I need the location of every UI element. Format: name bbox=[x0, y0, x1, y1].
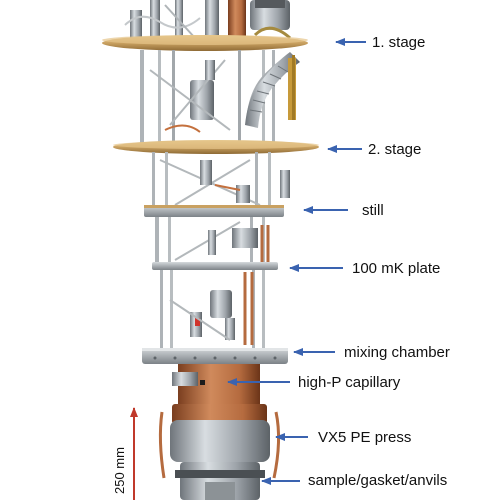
still-plate bbox=[144, 205, 284, 217]
label-mixing-chamber: mixing chamber bbox=[344, 344, 450, 361]
scale-bar-label: 250 mm bbox=[112, 447, 127, 494]
label-100mk-plate: 100 mK plate bbox=[352, 260, 441, 277]
vx5-press bbox=[158, 404, 281, 500]
mixing-chamber-plate bbox=[142, 348, 288, 364]
100mk-to-mixing-components bbox=[160, 270, 265, 350]
top-components bbox=[124, 0, 292, 42]
label-sample-gasket-anvils: sample/gasket/anvils bbox=[308, 472, 448, 489]
label-high-p-capillary: high-P capillary bbox=[298, 374, 401, 391]
label-still: still bbox=[362, 202, 384, 219]
stage-1-plate bbox=[102, 35, 308, 51]
stage-1-to-2-components bbox=[140, 50, 300, 145]
label-stage-1: 1. stage bbox=[372, 34, 426, 51]
label-vx5-pe-press: VX5 PE press bbox=[318, 429, 412, 446]
100mk-plate bbox=[152, 262, 278, 270]
label-stage-2: 2. stage bbox=[368, 141, 422, 158]
still-to-100mk-components bbox=[155, 217, 270, 267]
stage-2-to-still-components bbox=[152, 152, 290, 210]
copper-cold-finger bbox=[172, 364, 260, 404]
stage-2-plate bbox=[113, 140, 319, 154]
annotation-arrows bbox=[227, 38, 366, 485]
